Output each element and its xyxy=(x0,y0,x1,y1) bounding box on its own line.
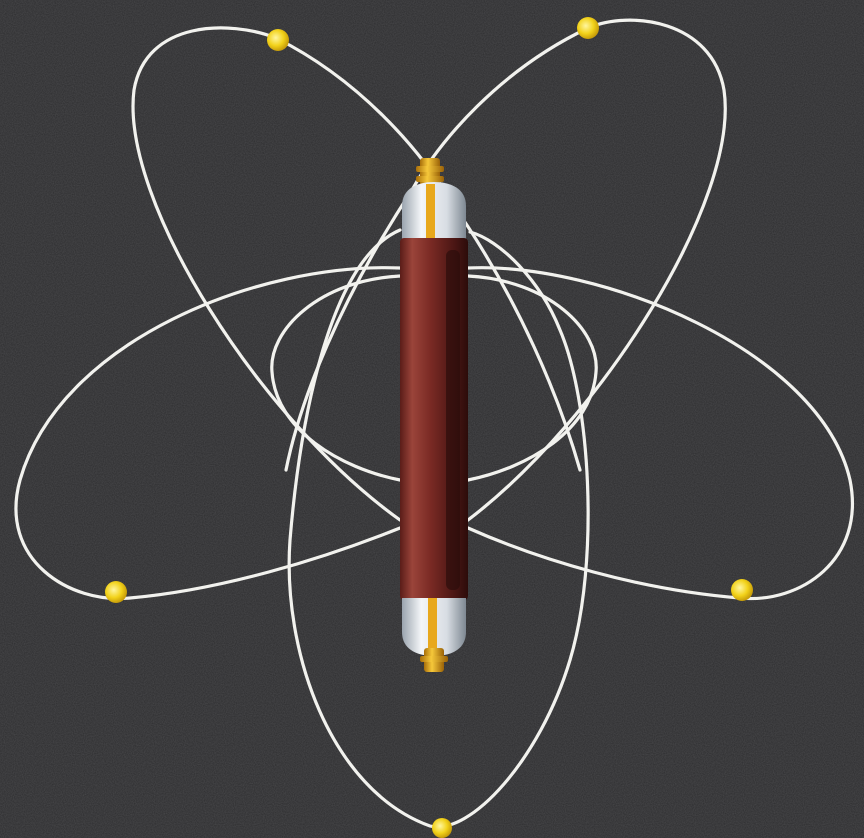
electron-bottom xyxy=(432,818,452,838)
electron-top-right xyxy=(577,17,599,39)
electron-top-left xyxy=(267,29,289,51)
fuel-rod xyxy=(400,158,468,672)
electron-left xyxy=(105,581,127,603)
electron-right xyxy=(731,579,753,601)
